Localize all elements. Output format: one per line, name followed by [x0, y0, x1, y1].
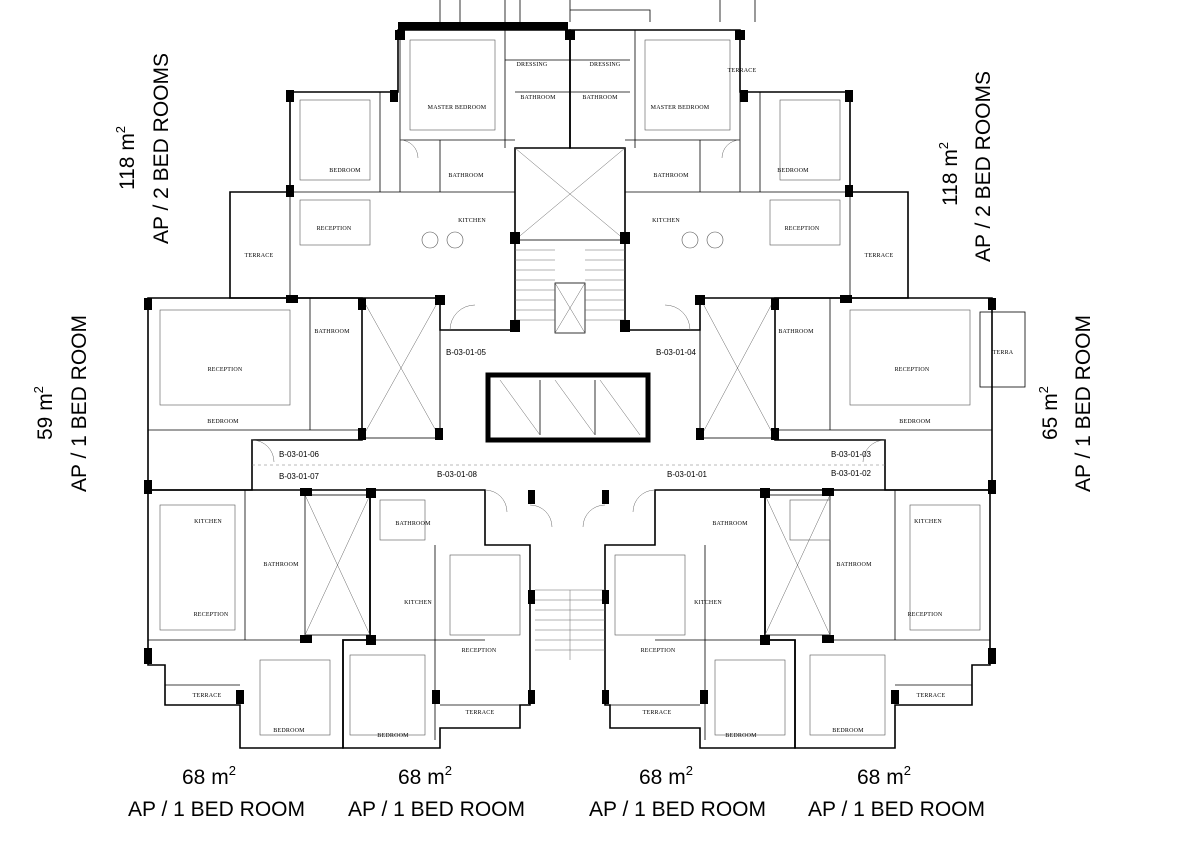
room-master-bedroom-right: MASTER BEDROOM: [651, 105, 710, 111]
caption-bottom-3-type: AP / 1 BED ROOM: [589, 798, 766, 821]
building-outline: [144, 29, 1026, 749]
unit-code-02: B-03-01-02: [831, 469, 872, 478]
room-master-bedroom-left: MASTER BEDROOM: [428, 105, 487, 111]
room-reception-b3: RECEPTION: [641, 648, 676, 654]
room-terrace-b3: TERRACE: [643, 710, 672, 716]
room-reception-mr: RECEPTION: [895, 367, 930, 373]
room-reception-tr: RECEPTION: [785, 226, 820, 232]
room-bedroom-tr: BEDROOM: [777, 168, 809, 174]
caption-top-right: 118 m2: [936, 142, 962, 206]
room-kitchen-tl: KITCHEN: [458, 218, 486, 224]
room-kitchen-b4: KITCHEN: [914, 519, 942, 525]
room-terrace-b1: TERRACE: [193, 693, 222, 699]
room-bedroom-b1: BEDROOM: [273, 728, 305, 734]
room-bathroom-mr: BATHROOM: [778, 329, 814, 335]
unit-code-06: B-03-01-06: [279, 450, 320, 459]
room-reception-ml: RECEPTION: [208, 367, 243, 373]
unit-code-03: B-03-01-03: [831, 450, 872, 459]
caption-bottom-1-area: 68 m2: [182, 763, 236, 789]
svg-text:118 m2: 118 m2: [113, 126, 139, 190]
room-reception-b2: RECEPTION: [462, 648, 497, 654]
room-bathroom-tr1: BATHROOM: [582, 95, 618, 101]
room-bedroom-tl: BEDROOM: [329, 168, 361, 174]
svg-text:65 m2: 65 m2: [1036, 386, 1062, 440]
caption-top-left: 118 m2: [113, 126, 139, 190]
room-bathroom-tl1: BATHROOM: [520, 95, 556, 101]
room-terrace-tl: TERRACE: [245, 253, 274, 259]
unit-code-05: B-03-01-05: [446, 348, 487, 357]
room-bathroom-b3: BATHROOM: [712, 521, 748, 527]
room-terrace-b4: TERRACE: [917, 693, 946, 699]
room-labels: DRESSING DRESSING MASTER BEDROOM MASTER …: [193, 62, 1014, 739]
caption-bottom-2-type: AP / 1 BED ROOM: [348, 798, 525, 821]
svg-text:118 m2: 118 m2: [936, 142, 962, 206]
unit-captions: 118 m2 AP / 2 BED ROOMS 118 m2 AP / 2 BE…: [31, 53, 1095, 821]
unit-codes: B-03-01-05 B-03-01-04 B-03-01-06 B-03-01…: [279, 348, 872, 481]
unit-code-07: B-03-01-07: [279, 472, 320, 481]
caption-bottom-3-area: 68 m2: [639, 763, 693, 789]
room-bathroom-tl2: BATHROOM: [448, 173, 484, 179]
room-bedroom-b4: BEDROOM: [832, 728, 864, 734]
svg-text:AP / 2 BED ROOMS: AP / 2 BED ROOMS: [150, 53, 173, 244]
room-bedroom-b2: BEDROOM: [377, 733, 409, 739]
room-kitchen-b2: KITCHEN: [404, 600, 432, 606]
caption-mid-right-type: AP / 1 BED ROOM: [1072, 315, 1095, 492]
room-terrace-tr: TERRACE: [865, 253, 894, 259]
svg-text:AP / 2 BED ROOMS: AP / 2 BED ROOMS: [972, 71, 995, 262]
caption-bottom-1-type: AP / 1 BED ROOM: [128, 798, 305, 821]
room-kitchen-b1: KITCHEN: [194, 519, 222, 525]
svg-text:59 m2: 59 m2: [31, 386, 57, 440]
room-kitchen-b3: KITCHEN: [694, 600, 722, 606]
caption-bottom-2-area: 68 m2: [398, 763, 452, 789]
top-stair-cut: [398, 0, 756, 30]
unit-code-08: B-03-01-08: [437, 470, 478, 479]
room-terrace-mr: TERRA: [993, 350, 1014, 356]
caption-mid-left: 59 m2: [31, 386, 57, 440]
room-terrace-top: TERRACE: [728, 68, 757, 74]
caption-top-left-type: AP / 2 BED ROOMS: [150, 53, 173, 244]
room-reception-b1: RECEPTION: [194, 612, 229, 618]
room-dressing-left: DRESSING: [517, 62, 548, 68]
room-bathroom-b1: BATHROOM: [263, 562, 299, 568]
caption-top-right-type: AP / 2 BED ROOMS: [972, 71, 995, 262]
room-bathroom-tr2: BATHROOM: [653, 173, 689, 179]
caption-bottom-4-area: 68 m2: [857, 763, 911, 789]
caption-bottom-4-type: AP / 1 BED ROOM: [808, 798, 985, 821]
svg-text:AP / 1 BED ROOM: AP / 1 BED ROOM: [1072, 315, 1095, 492]
room-reception-tl: RECEPTION: [317, 226, 352, 232]
room-bedroom-b3: BEDROOM: [725, 733, 757, 739]
room-bathroom-b4: BATHROOM: [836, 562, 872, 568]
caption-mid-right: 65 m2: [1036, 386, 1062, 440]
caption-mid-left-type: AP / 1 BED ROOM: [68, 315, 91, 492]
room-terrace-b2: TERRACE: [466, 710, 495, 716]
room-reception-b4: RECEPTION: [908, 612, 943, 618]
room-kitchen-tr: KITCHEN: [652, 218, 680, 224]
room-dressing-right: DRESSING: [590, 62, 621, 68]
room-bathroom-b2: BATHROOM: [395, 521, 431, 527]
unit-code-01: B-03-01-01: [667, 470, 708, 479]
room-bedroom-mr: BEDROOM: [899, 419, 931, 425]
svg-text:AP / 1 BED ROOM: AP / 1 BED ROOM: [68, 315, 91, 492]
room-bathroom-ml: BATHROOM: [314, 329, 350, 335]
room-bedroom-ml: BEDROOM: [207, 419, 239, 425]
unit-code-04: B-03-01-04: [656, 348, 697, 357]
